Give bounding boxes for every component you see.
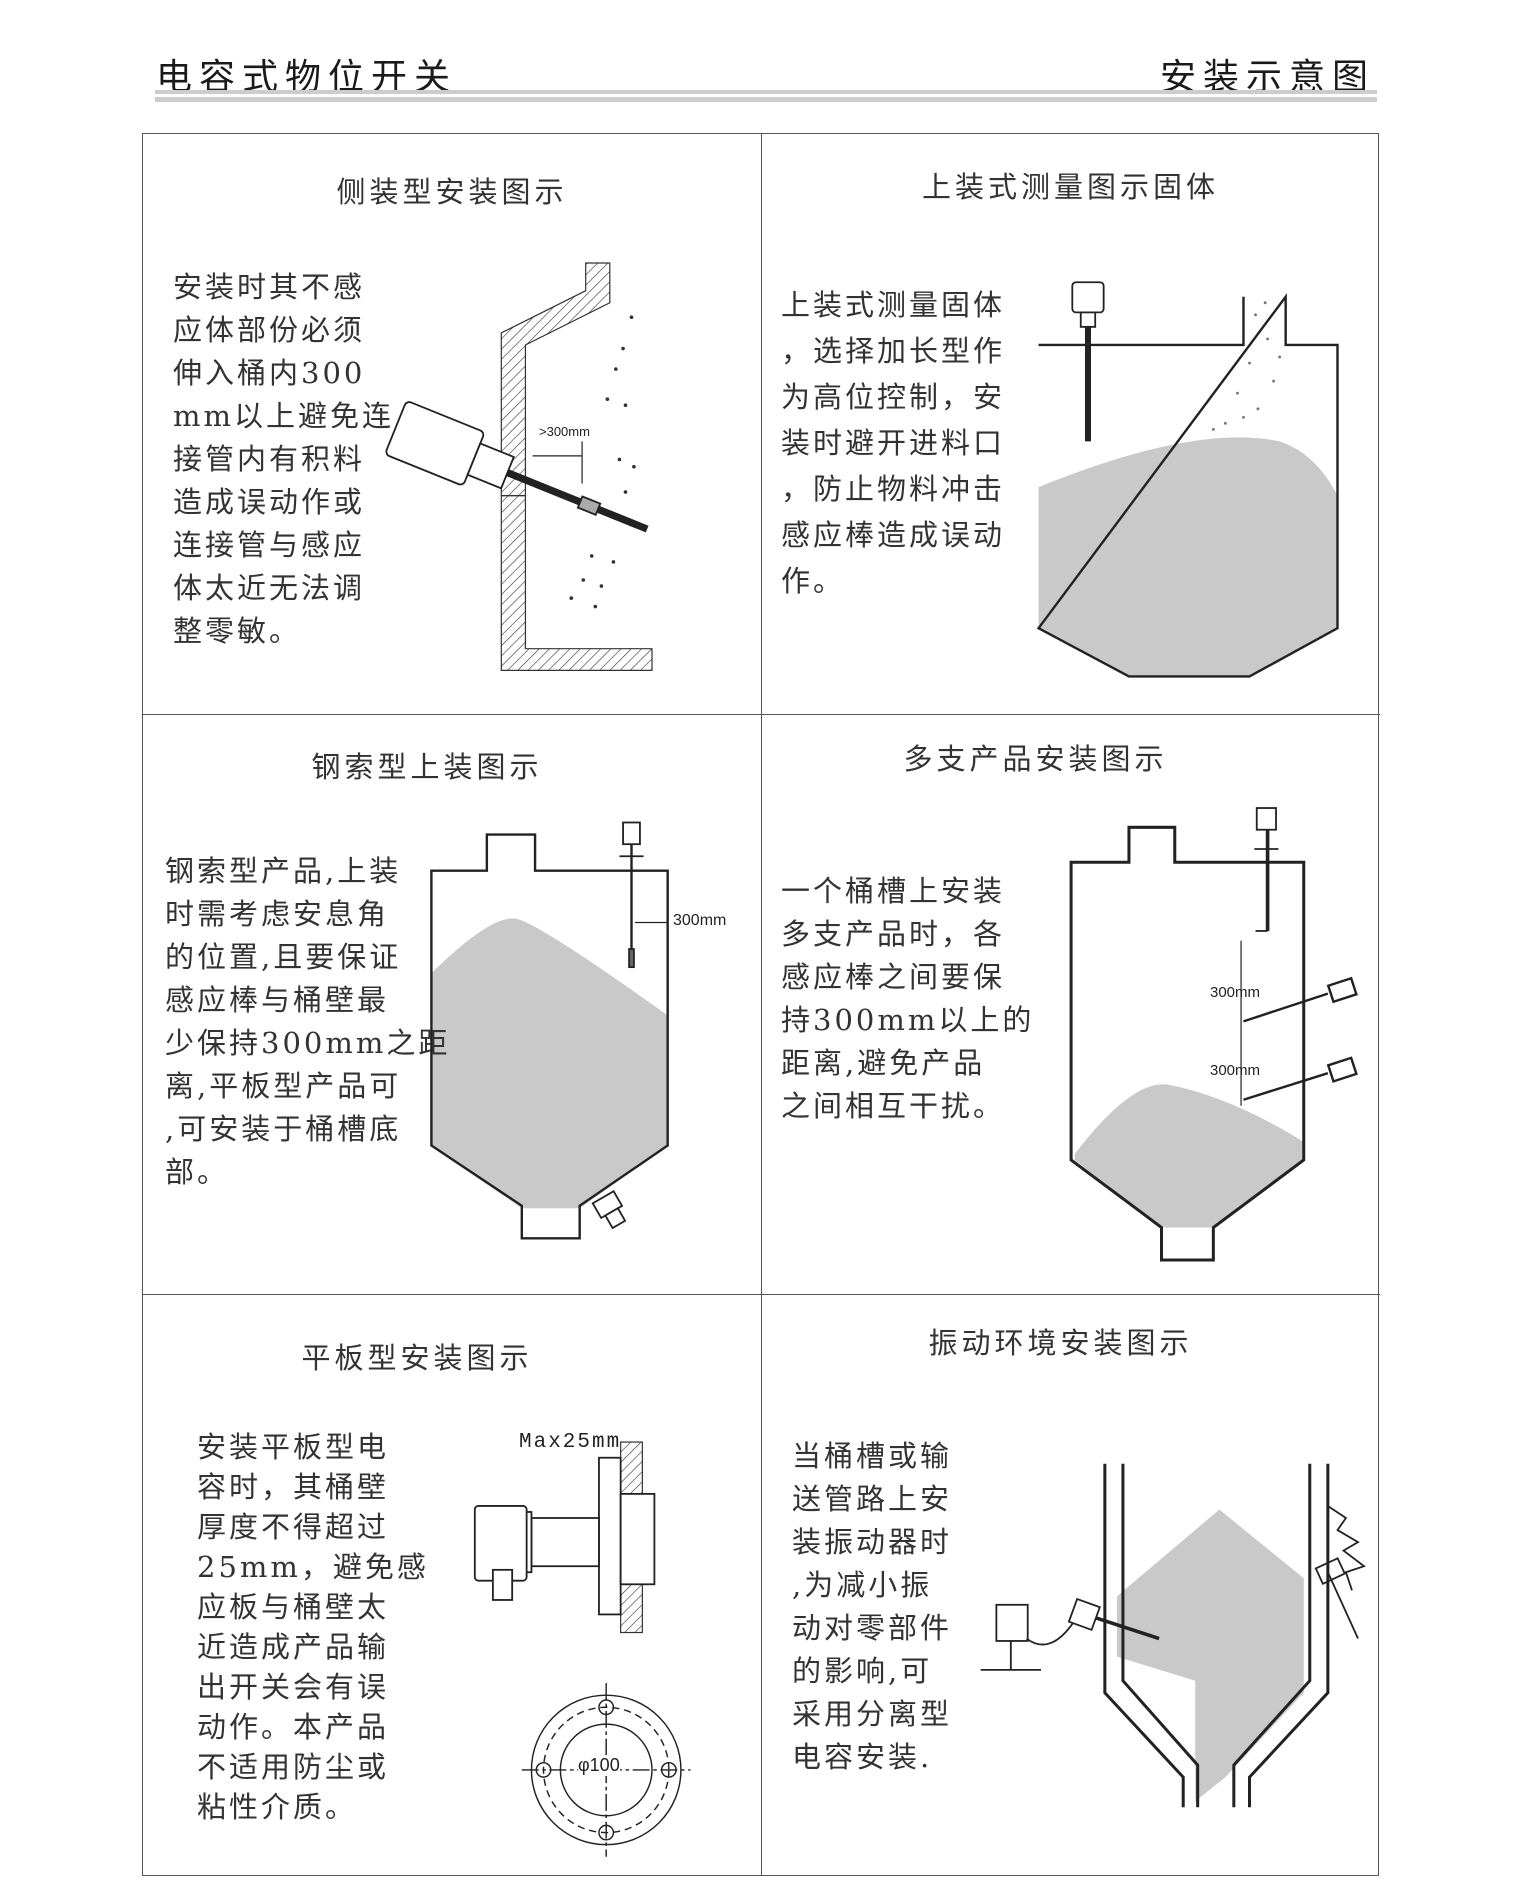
sensor-icon — [385, 401, 649, 533]
sensor-icon — [619, 821, 644, 969]
panel-cable-type: 钢索型上装图示 300mm 钢索型产品,上装时需考虑安息角的位置,且要保证感应棒… — [143, 714, 762, 1295]
side-sensor-icon-2 — [1243, 1056, 1358, 1101]
vibration-diagram — [980, 1463, 1366, 1808]
panel-title: 钢索型上装图示 — [311, 750, 543, 784]
panel-description: 钢索型产品,上装时需考虑安息角的位置,且要保证感应棒与桶壁最少保持300mm之距… — [165, 854, 451, 1189]
panel-description: 一个桶槽上安装多支产品时，各感应棒之间要保持300mm以上的距离,避免产品之间相… — [781, 874, 1035, 1123]
dimension-label: 300mm — [673, 912, 727, 929]
max-thickness-label: Max25mm — [519, 1431, 622, 1454]
bottom-sensor-icon — [591, 1190, 627, 1230]
sensor-icon — [1071, 281, 1105, 442]
panel-top-mount-solid: 上装式测量图示固体 上装式测量固体，选择加长型作为高位控制，安装时避开进料口，防… — [761, 134, 1380, 715]
panel-description: 当桶槽或输送管路上安装振动器时,为减小振动对零部件的影响,可采用分离型电容安装. — [792, 1439, 953, 1774]
panel-multiple-products: 多支产品安装图示 300mm 300mm 一个桶槽上安装多支产品时，各感应棒之间… — [761, 714, 1380, 1295]
side-sensor-icon — [1243, 976, 1358, 1023]
panel-description: 上装式测量固体，选择加长型作为高位控制，安装时避开进料口，防止物料冲击感应棒造成… — [781, 288, 1006, 598]
header-rule-2 — [155, 97, 1377, 102]
header-rule — [155, 90, 1377, 94]
flat-sensor-icon — [473, 1456, 656, 1616]
panel-title: 多支产品安装图示 — [903, 742, 1168, 776]
panel-vibration: 振动环境安装图示 当桶槽或输送管路上安装振动器时,为减小振动对零部件的影响,可采… — [761, 1295, 1380, 1876]
sensor-icon — [1254, 807, 1279, 932]
vibrator-hammer-icon — [1314, 1505, 1366, 1639]
side-mount-diagram — [385, 262, 653, 672]
dimension-label-2: 300mm — [1210, 1062, 1261, 1079]
dimension-label: >300mm — [539, 424, 590, 439]
panel-title: 侧装型安装图示 — [336, 175, 568, 209]
top-mount-diagram — [1036, 281, 1339, 678]
remote-electronics-icon — [980, 1603, 1041, 1671]
cable-type-diagram — [430, 821, 669, 1240]
panel-title: 平板型安装图示 — [301, 1341, 533, 1375]
dimension-label-1: 300mm — [1210, 984, 1261, 1001]
diameter-label: φ100 — [578, 1755, 620, 1776]
panel-title: 振动环境安装图示 — [928, 1326, 1193, 1360]
panel-title: 上装式测量图示固体 — [921, 170, 1219, 204]
multi-product-diagram — [1069, 807, 1358, 1262]
probe-icon — [1067, 1597, 1160, 1641]
